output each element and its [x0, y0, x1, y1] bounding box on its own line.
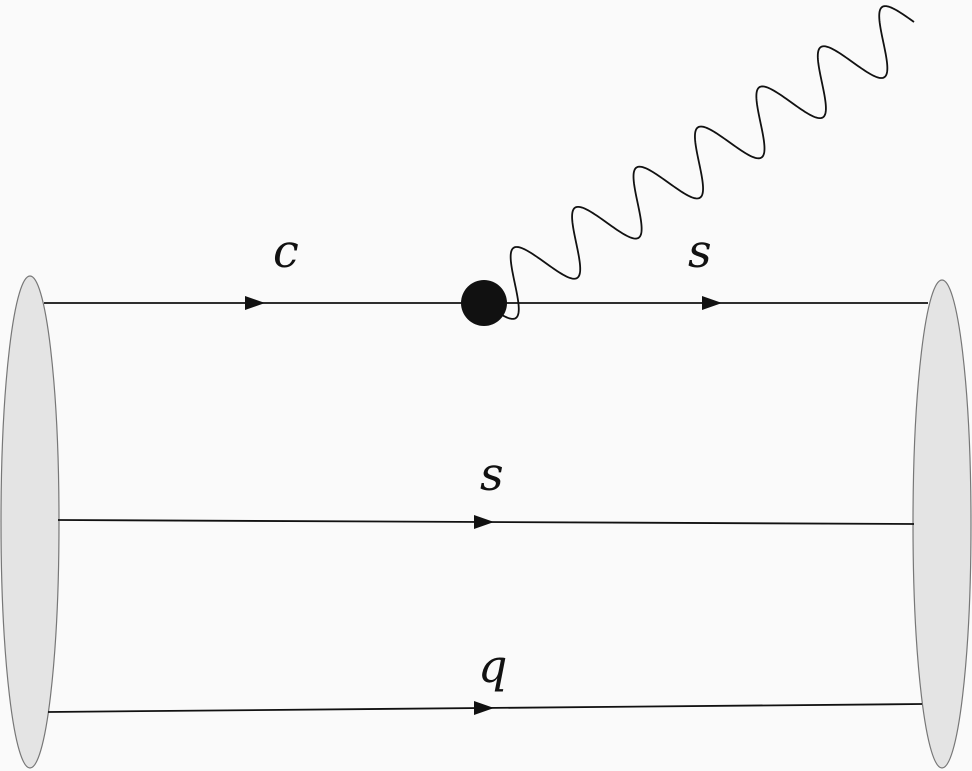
arrow-c-icon [245, 296, 265, 310]
interaction-vertex [461, 280, 507, 326]
arrow-s-middle-icon [474, 515, 494, 529]
quark-label-q: q [478, 639, 507, 693]
boson-wavy-line [483, 5, 915, 320]
final-hadron-blob [912, 279, 972, 769]
quark-label-s-middle: s [480, 447, 504, 501]
quark-label-c: c [273, 224, 299, 278]
arrow-s-top-icon [702, 296, 722, 310]
initial-hadron-blob [0, 275, 60, 769]
quark-label-s-top: s [688, 224, 712, 278]
arrow-q-icon [474, 701, 494, 715]
